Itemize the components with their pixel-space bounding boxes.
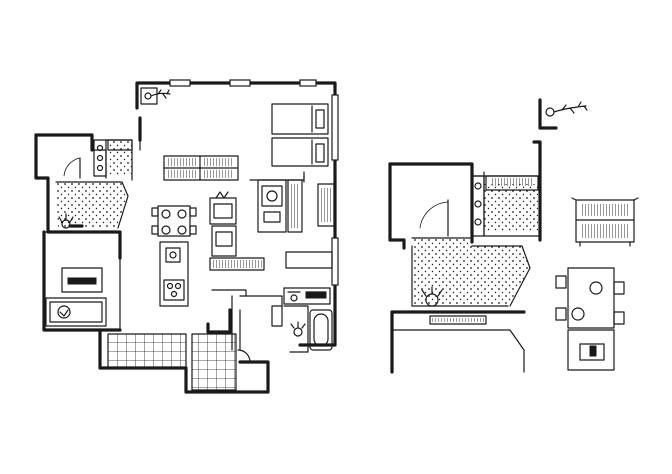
terrace-deck [107,333,237,391]
entrance-detail [388,98,588,374]
laundry [283,287,331,305]
kitchen-counter [209,191,265,271]
washroom [237,295,309,363]
pantry [257,179,303,233]
entrance-plant-icon [421,286,443,307]
dining-set-icon [151,205,197,237]
bed-icon [271,103,329,167]
entrance-plant-icon [58,213,84,229]
shoe-shelf-icon [93,139,107,177]
plant-icon [538,98,588,130]
plant-icon [140,87,171,105]
entrance-hall [46,139,133,234]
sink-icon [165,247,181,263]
kitchen-island [159,241,189,307]
bathtub-icon [309,309,333,351]
toilet-icon [271,305,283,327]
main-floor-plan [34,79,339,394]
coffee-table [61,267,103,293]
kitchen-unit [567,329,615,371]
living-room [43,231,121,331]
sofa-icon [45,297,107,327]
furniture-detail [555,197,639,371]
shoe-shelf-icon [471,175,485,237]
closet [285,183,335,269]
stove-icon [163,279,185,301]
bookshelf [163,155,239,181]
exterior-walls [34,79,339,394]
bookshelf-detail [571,197,639,247]
dining-set-icon [555,267,625,329]
